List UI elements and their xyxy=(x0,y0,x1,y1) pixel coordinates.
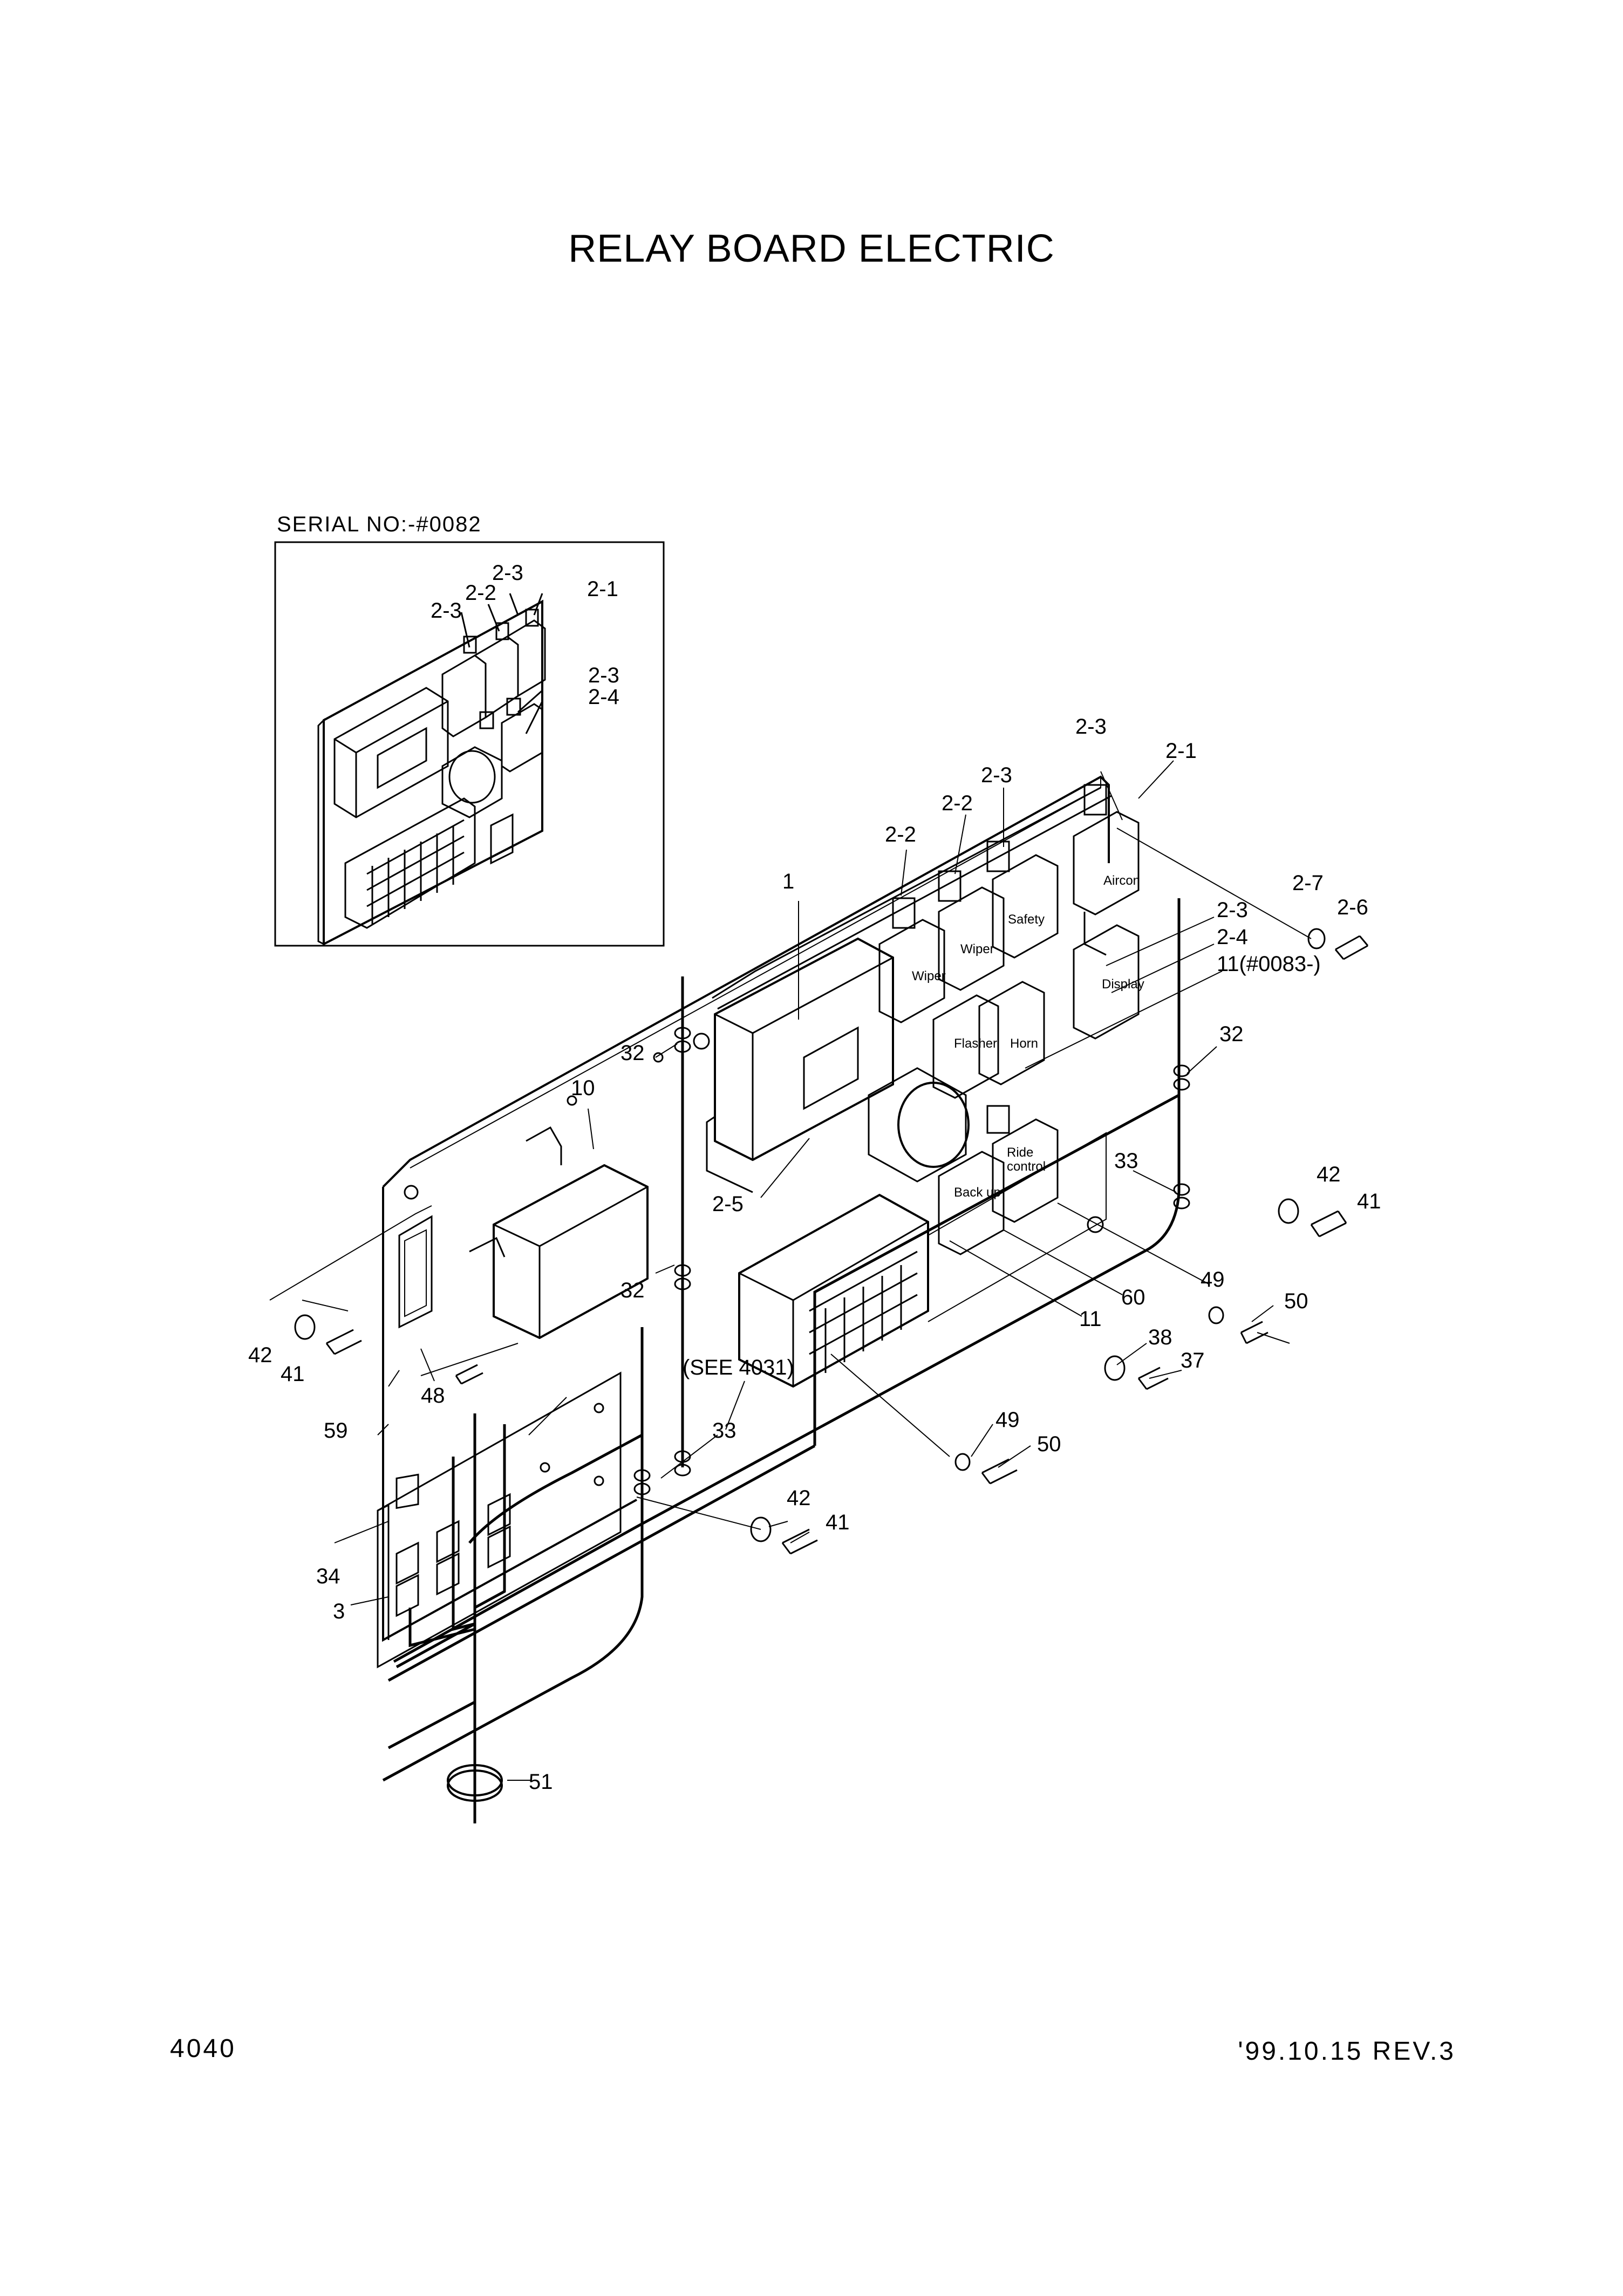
clamps xyxy=(633,1027,1190,1495)
relay-label-ride: Ride xyxy=(1007,1145,1033,1160)
page-title: RELAY BOARD ELECTRIC xyxy=(568,227,1055,270)
relay-backup xyxy=(938,1151,1005,1255)
callout-42: 42 xyxy=(787,1486,811,1510)
controller-unit xyxy=(706,937,894,1193)
leader-lines xyxy=(269,760,1312,1781)
callout-34: 34 xyxy=(316,1564,340,1588)
relay-label-safety: Safety xyxy=(1008,912,1045,927)
callout-41: 41 xyxy=(1357,1190,1381,1213)
callout-32: 32 xyxy=(620,1041,645,1065)
callout-2-3: 2-3 xyxy=(1217,898,1248,922)
relay-label-horn: Horn xyxy=(1010,1036,1038,1051)
callout-see-4031: (SEE 4031) xyxy=(683,1356,794,1379)
relay-label-control: control xyxy=(1007,1159,1046,1174)
callout-3: 3 xyxy=(333,1600,345,1623)
callout-11: 11 xyxy=(1079,1307,1102,1331)
callout-50: 50 xyxy=(1037,1432,1061,1456)
relay-label-flasher: Flasher xyxy=(954,1036,997,1051)
fasteners xyxy=(294,928,1369,1555)
inset-callout-2-2: 2-2 xyxy=(465,581,496,605)
callout-41: 41 xyxy=(281,1362,305,1386)
callout-59: 59 xyxy=(324,1419,348,1443)
callout-41: 41 xyxy=(826,1511,850,1534)
callout-2-6: 2-6 xyxy=(1337,896,1368,919)
callout-38: 38 xyxy=(1148,1325,1172,1349)
relay-flasher xyxy=(932,994,999,1099)
callout-37: 37 xyxy=(1181,1349,1205,1372)
revision-date: '99.10.15 REV.3 xyxy=(1238,2037,1456,2066)
relay-ride-control xyxy=(992,1118,1059,1223)
relay-label-backup: Back up xyxy=(954,1185,1001,1200)
callout-49: 49 xyxy=(995,1408,1020,1432)
control-module-10 xyxy=(469,1126,649,1340)
callout-48: 48 xyxy=(421,1384,445,1407)
callout-2-3: 2-3 xyxy=(1075,715,1107,739)
relay-display xyxy=(1073,924,1140,1040)
callout-50: 50 xyxy=(1284,1289,1308,1313)
main-board xyxy=(377,775,1140,1669)
callout-2-2: 2-2 xyxy=(942,791,973,815)
callout-42: 42 xyxy=(1317,1163,1341,1186)
callout-33: 33 xyxy=(712,1419,737,1443)
callout-33: 33 xyxy=(1114,1149,1138,1173)
relay-wiper-2 xyxy=(938,870,1005,991)
callout-2-7: 2-7 xyxy=(1292,871,1324,895)
relay-safety xyxy=(986,840,1059,959)
callout-10: 10 xyxy=(571,1076,595,1100)
callout-2-2: 2-2 xyxy=(885,823,916,846)
relay-label-wiper-1: Wiper xyxy=(912,969,946,983)
inset-callout-2-4: 2-4 xyxy=(588,685,619,709)
page-number: 4040 xyxy=(170,2034,236,2063)
callout-32: 32 xyxy=(1219,1022,1244,1046)
callout-11-serial: 11(#0083-) xyxy=(1217,952,1321,976)
callout-60: 60 xyxy=(1121,1286,1145,1309)
callout-1: 1 xyxy=(782,870,794,893)
callout-49: 49 xyxy=(1201,1268,1225,1292)
grommet-51 xyxy=(447,1764,503,1802)
inset-callout-2-1: 2-1 xyxy=(587,577,618,601)
relay-label-aircon: Aircon xyxy=(1103,873,1140,888)
relay-label-display: Display xyxy=(1102,977,1144,992)
callout-2-1: 2-1 xyxy=(1165,739,1197,763)
callout-32: 32 xyxy=(620,1279,645,1302)
inset-callout-2-3: 2-3 xyxy=(431,599,462,623)
inset-callout-2-3: 2-3 xyxy=(588,664,619,687)
relay-label-wiper-2: Wiper xyxy=(960,942,994,956)
callout-2-5: 2-5 xyxy=(712,1192,744,1216)
callout-42: 42 xyxy=(248,1343,272,1367)
callout-2-4: 2-4 xyxy=(1217,925,1248,949)
main-connector xyxy=(738,1193,929,1388)
callout-51: 51 xyxy=(529,1770,553,1794)
inset-serial-label: SERIAL NO:-#0082 xyxy=(277,512,482,536)
callout-2-3: 2-3 xyxy=(981,763,1012,787)
inset-box xyxy=(274,541,665,947)
inset-callout-2-3: 2-3 xyxy=(492,561,523,585)
relay-horn xyxy=(978,981,1045,1134)
buzzer xyxy=(868,1067,970,1183)
